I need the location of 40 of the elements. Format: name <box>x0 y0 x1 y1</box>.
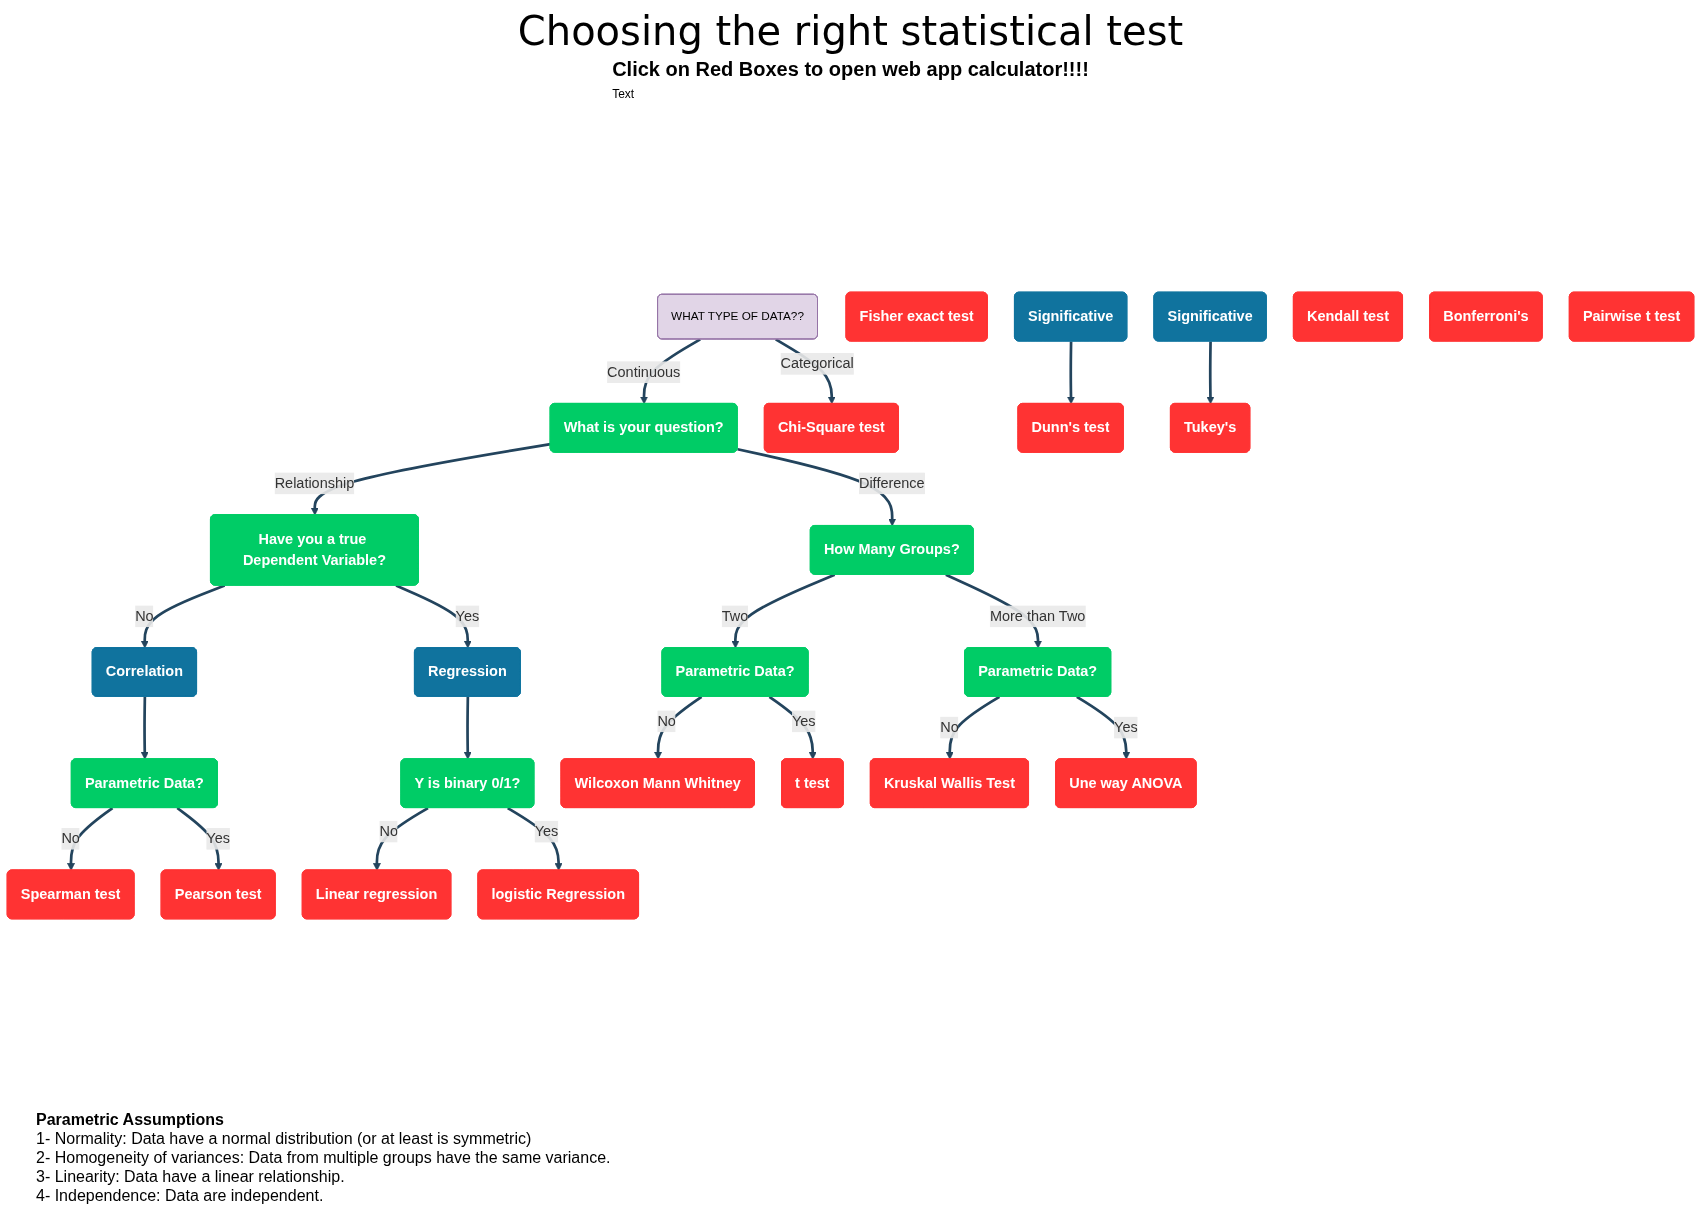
title: Choosing the right statistical test <box>517 8 1184 54</box>
arrow <box>140 696 149 760</box>
arrow <box>507 806 563 871</box>
edge-label: No <box>61 830 80 847</box>
edge-label: No <box>379 823 398 839</box>
arrow <box>310 442 551 516</box>
edge-label: Yes <box>206 830 230 847</box>
note: 3- Linearity: Data have a linear relationship. <box>36 1168 346 1186</box>
edge-label: No <box>657 713 676 729</box>
arrow <box>654 695 703 760</box>
edge-label: Yes <box>1114 719 1138 735</box>
edge-label: Difference <box>858 475 925 491</box>
note: Text <box>612 87 636 101</box>
edge-label: More than Two <box>989 608 1086 624</box>
arrow <box>945 695 1001 760</box>
arrow <box>463 696 472 760</box>
edge-label: Categorical <box>780 355 854 372</box>
edge-label: Continuous <box>607 364 681 380</box>
note: 4- Independence: Data are independent. <box>36 1187 325 1205</box>
arrow <box>1206 341 1215 405</box>
arrow <box>176 806 223 871</box>
edge-label: No <box>940 719 959 735</box>
subtitle: Click on Red Boxes to open web app calculator!!!! <box>612 58 1089 81</box>
note: 1- Normality: Data have a normal distribution (or at least is symmetric) <box>36 1130 533 1148</box>
arrow <box>372 806 429 871</box>
notes-heading: Parametric Assumptions <box>36 1111 225 1129</box>
edge-label: Yes <box>534 823 559 839</box>
edge-label: Two <box>721 608 749 624</box>
arrow <box>140 584 226 649</box>
arrow <box>1067 341 1075 405</box>
edge-label: Yes <box>455 608 480 624</box>
arrow <box>395 584 472 649</box>
note: 2- Homogeneity of variances: Data from multiple groups have the same variance. <box>36 1149 611 1167</box>
arrow <box>768 695 817 760</box>
edge-label: No <box>135 608 154 624</box>
arrow <box>67 806 114 871</box>
arrow <box>1076 695 1131 760</box>
arrow <box>731 573 836 649</box>
edge-label: Yes <box>791 713 816 729</box>
edge-label: Relationship <box>274 475 355 491</box>
